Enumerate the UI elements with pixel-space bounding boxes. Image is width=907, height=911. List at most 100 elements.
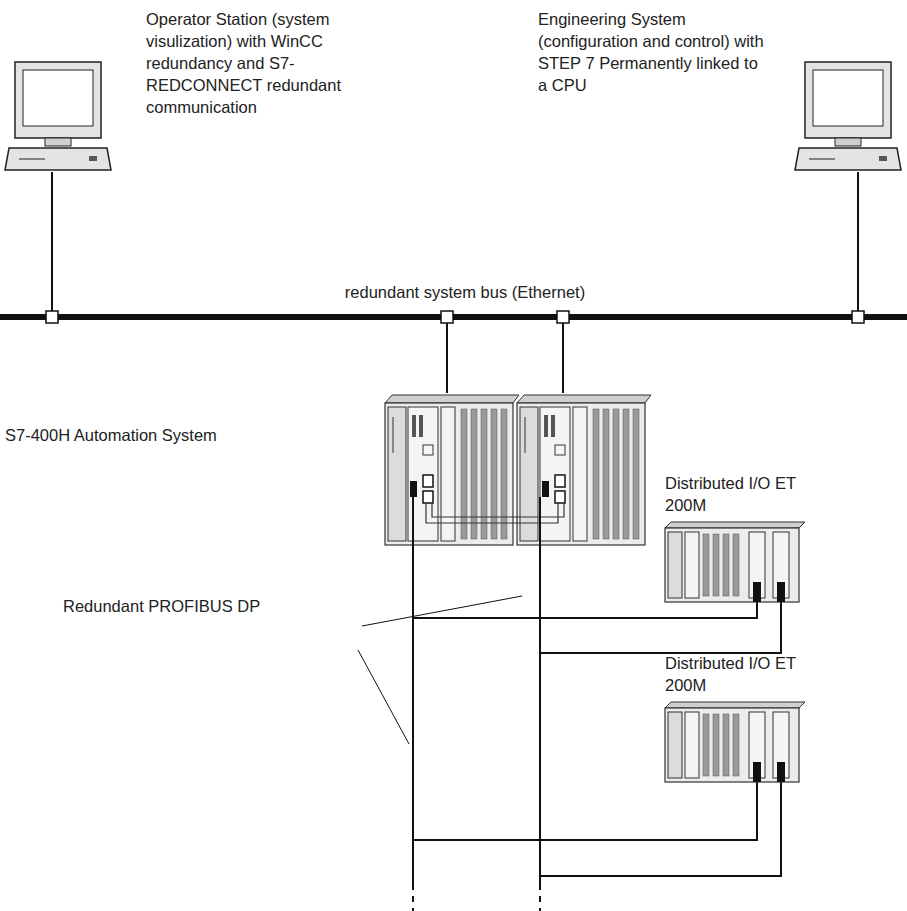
rack-top xyxy=(385,395,519,403)
ps-detail xyxy=(393,417,394,453)
bus-tap xyxy=(557,311,569,323)
connector xyxy=(562,323,564,393)
power-led xyxy=(879,156,887,161)
profibus-line xyxy=(539,874,541,884)
key-switch xyxy=(423,445,433,455)
pc-illustration xyxy=(795,62,901,172)
io-slot xyxy=(633,409,639,539)
leader-line xyxy=(362,596,522,626)
power-supply xyxy=(388,407,406,541)
et-body xyxy=(665,528,799,602)
node-caption: S7-400H Automation System xyxy=(5,424,365,446)
bus-tap xyxy=(852,311,864,323)
et-body xyxy=(665,708,799,782)
monitor xyxy=(15,62,101,138)
cp-module xyxy=(441,407,455,541)
drive-slot xyxy=(809,159,835,160)
screen xyxy=(23,70,93,126)
cpu-led xyxy=(412,415,416,437)
cpu-led xyxy=(544,415,548,437)
module xyxy=(685,532,699,598)
dp-connector xyxy=(753,582,761,602)
cpu-module xyxy=(540,407,570,541)
io-slot xyxy=(623,409,629,539)
profibus-line xyxy=(412,497,414,548)
bus-tap xyxy=(441,311,453,323)
et-illustration xyxy=(665,700,805,782)
profibus-line-dashed xyxy=(412,884,414,911)
rack-body xyxy=(517,403,645,545)
io-slot xyxy=(593,409,599,539)
pc-illustration xyxy=(5,62,111,172)
connector xyxy=(446,323,448,393)
power-led xyxy=(89,156,97,161)
node-caption: Operator Station (system visulization) w… xyxy=(146,8,381,118)
io-slot xyxy=(481,409,487,539)
io-slot xyxy=(713,534,719,596)
io-slot xyxy=(603,409,609,539)
rack-top xyxy=(517,395,651,403)
rack-illustration xyxy=(385,393,647,548)
cpu-led xyxy=(551,415,555,437)
io-slot xyxy=(613,409,619,539)
profibus-line xyxy=(539,497,541,548)
drive-slot xyxy=(19,159,45,160)
system-bus: redundant system bus (Ethernet) xyxy=(0,313,907,323)
dp-connector xyxy=(777,762,785,782)
node-caption: Distributed I/O ET 200M xyxy=(665,652,830,696)
base-unit xyxy=(795,148,901,170)
bus-tap xyxy=(46,311,58,323)
et-illustration xyxy=(665,520,805,602)
io-slot xyxy=(713,714,719,776)
io-slot xyxy=(471,409,477,539)
module xyxy=(685,712,699,778)
profibus-line xyxy=(412,838,414,884)
operator-station: Operator Station (system visulization) w… xyxy=(5,62,111,172)
sync-module xyxy=(423,491,433,503)
distributed-io: Distributed I/O ET 200M xyxy=(665,700,805,782)
power-supply xyxy=(668,712,682,778)
sync-fiber xyxy=(426,503,558,523)
screen xyxy=(813,70,883,126)
ps-detail xyxy=(525,417,526,453)
key-switch xyxy=(555,445,565,455)
sync-module xyxy=(555,491,565,503)
sync-module xyxy=(423,475,433,487)
engineering-system: Engineering System (configuration and co… xyxy=(795,62,901,172)
dp-connector xyxy=(410,481,417,497)
connector xyxy=(857,172,859,313)
dp-connector xyxy=(542,481,549,497)
sync-module xyxy=(555,475,565,487)
io-slot xyxy=(461,409,467,539)
node-caption: Engineering System (configuration and co… xyxy=(538,8,768,96)
power-supply xyxy=(668,532,682,598)
io-slot xyxy=(703,534,709,596)
io-slot xyxy=(703,714,709,776)
io-slot xyxy=(723,714,729,776)
rack-body xyxy=(385,403,513,545)
automation-system: S7-400H Automation System xyxy=(385,393,647,548)
monitor-stand xyxy=(835,138,861,146)
io-slot xyxy=(491,409,497,539)
cp-module xyxy=(573,407,587,541)
profibus-line-dashed xyxy=(539,884,541,911)
power-supply xyxy=(520,407,538,541)
dp-connector xyxy=(777,582,785,602)
base-unit xyxy=(5,148,111,170)
leader-line xyxy=(358,650,409,744)
io-slot xyxy=(733,534,739,596)
bus-label: Redundant PROFIBUS DP xyxy=(63,595,260,617)
io-slot xyxy=(723,534,729,596)
monitor-stand xyxy=(45,138,71,146)
node-caption: redundant system bus (Ethernet) xyxy=(290,281,640,303)
io-slot xyxy=(501,409,507,539)
sync-fiber xyxy=(432,503,564,517)
bus-illustration xyxy=(0,313,907,323)
connector xyxy=(51,172,53,313)
distributed-io: Distributed I/O ET 200M xyxy=(665,520,805,602)
cpu-led xyxy=(419,415,423,437)
io-slot xyxy=(733,714,739,776)
rack-top xyxy=(665,522,805,528)
rack-top xyxy=(665,702,805,708)
dp-connector xyxy=(753,762,761,782)
